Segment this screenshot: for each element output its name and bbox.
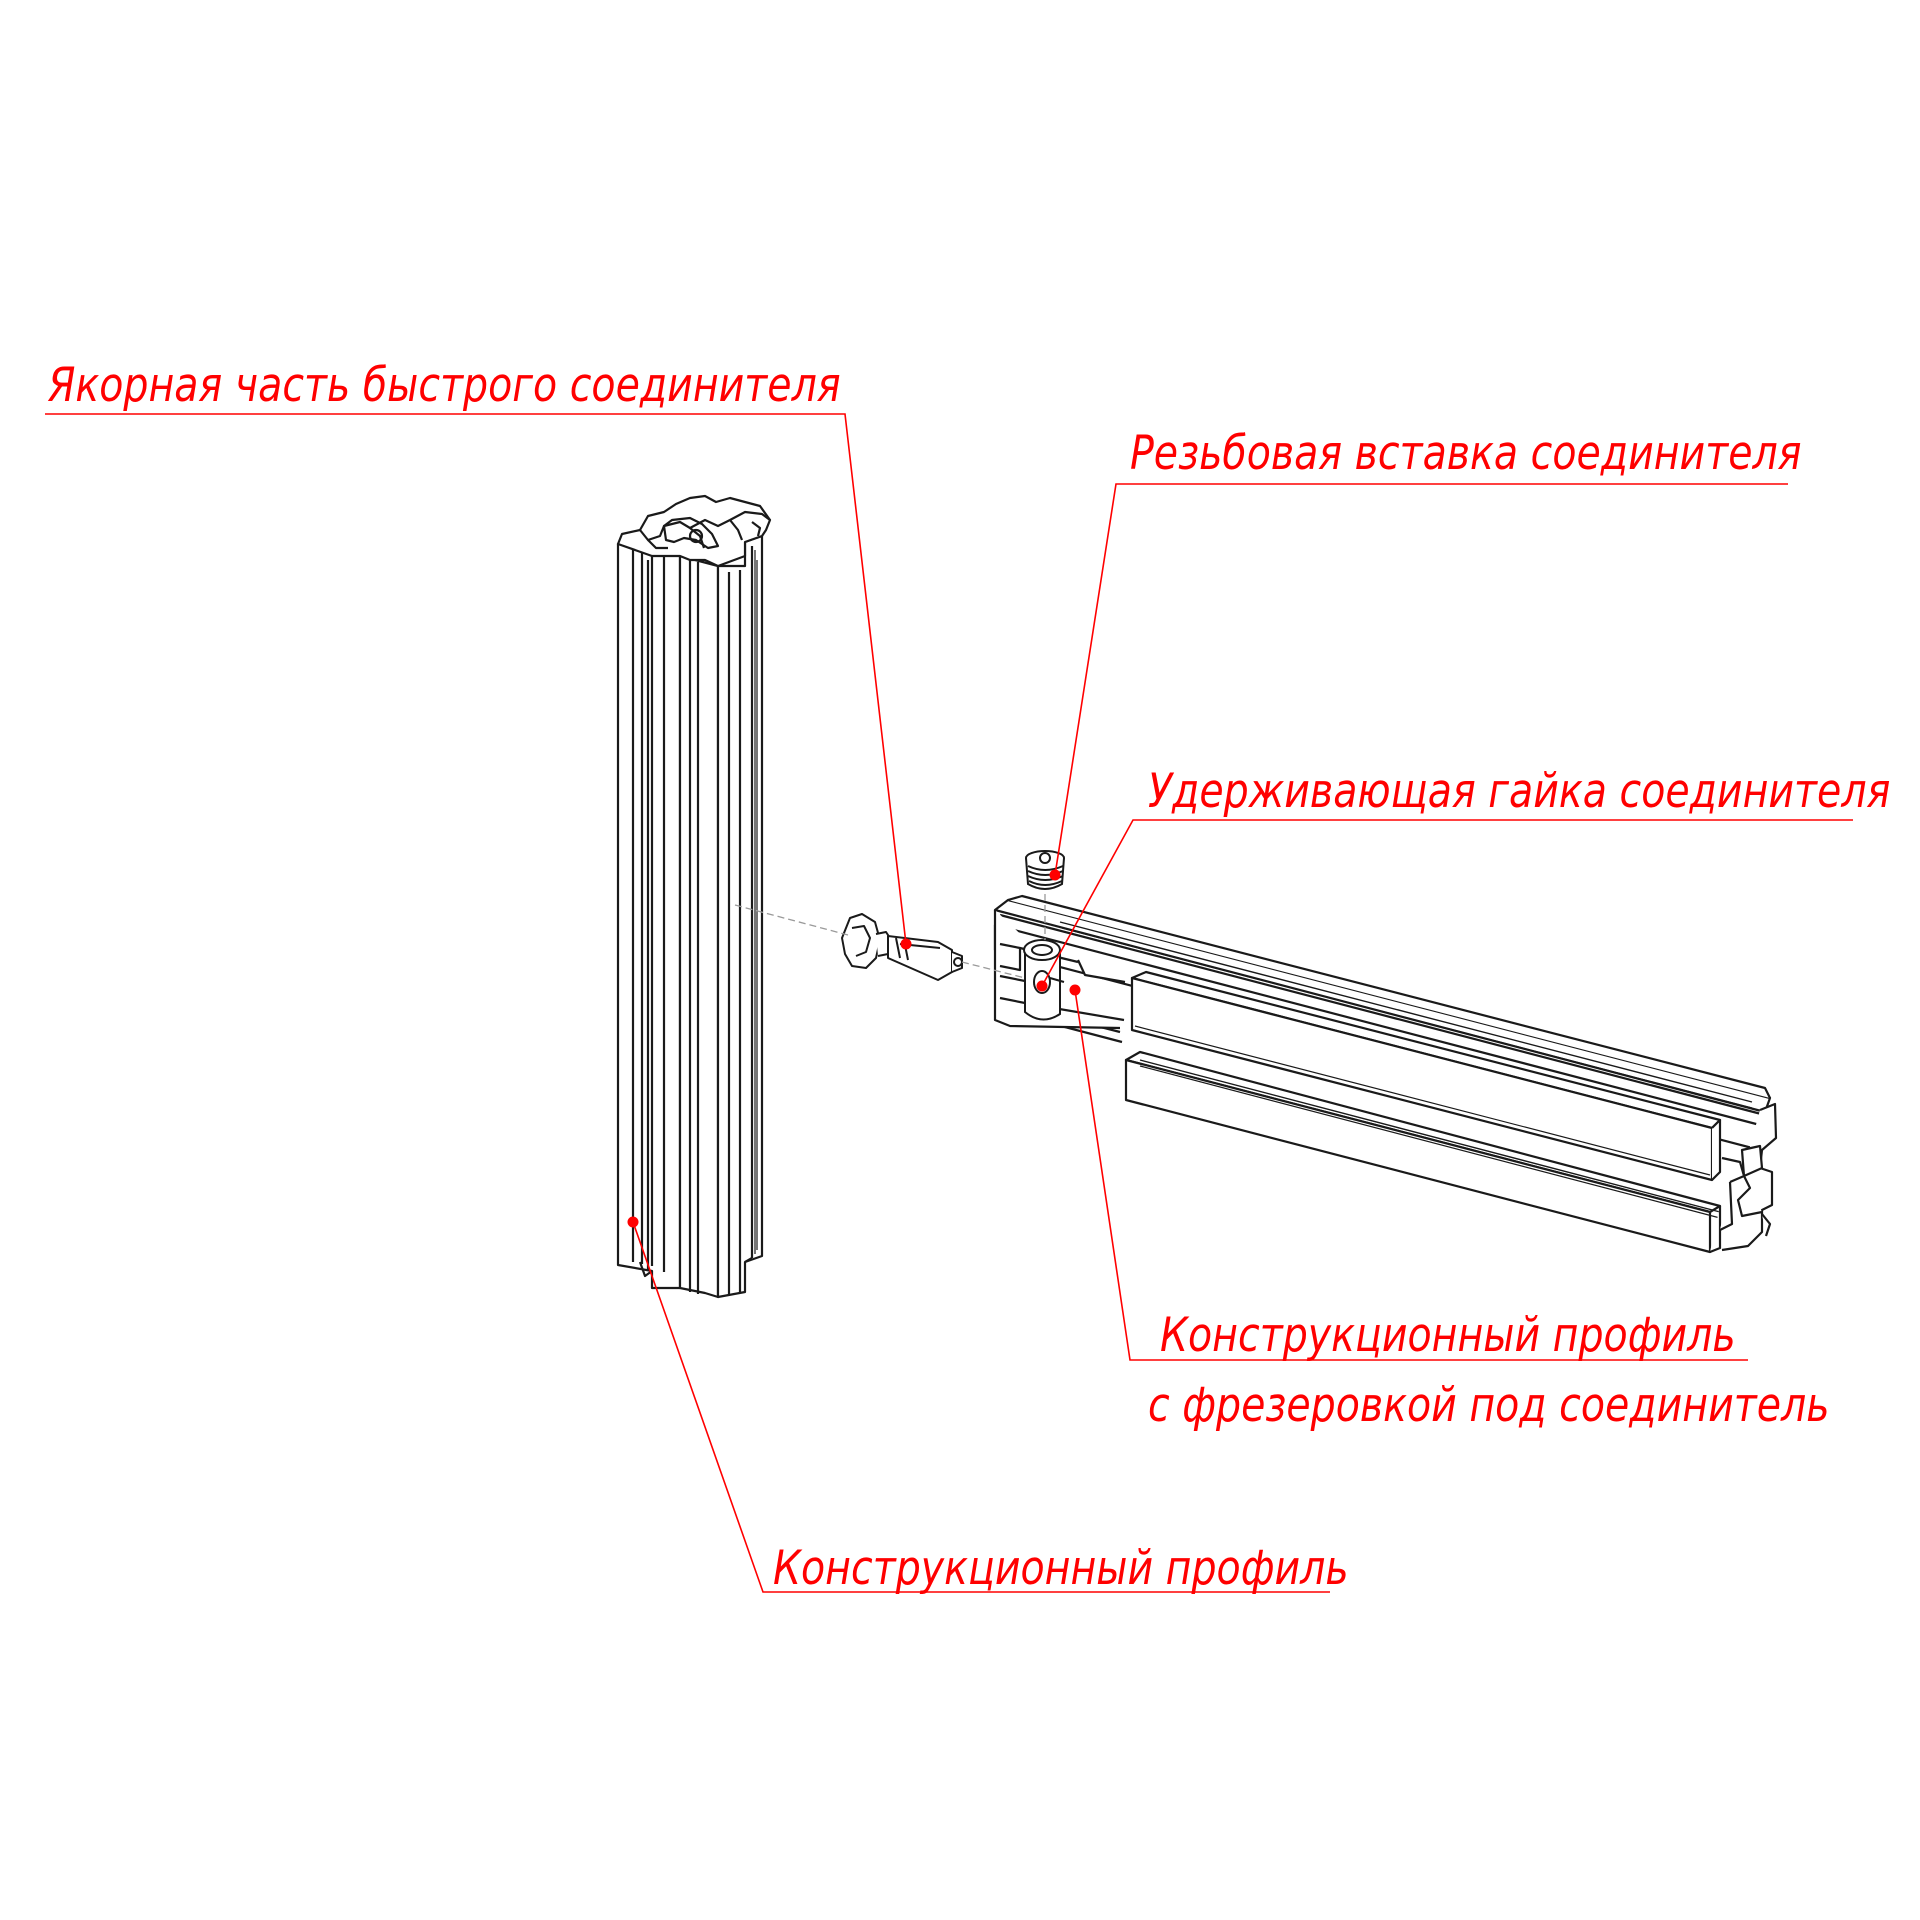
label-retaining-nut: Удерживающая гайка соединителя [1148,764,1891,819]
vertical-profile [616,494,772,1299]
point-retaining-nut [1036,980,1048,992]
point-milled-profile [1069,984,1081,996]
retaining-nut [1023,939,1065,1021]
label-threaded-insert: Резьбовая вставка соединителя [1130,426,1802,481]
annotation-leaders [45,413,1853,1593]
point-threaded-insert [1049,869,1061,881]
assembly-axis-lines [734,894,1046,979]
label-anchor-part: Якорная часть быстрого соединителя [48,358,841,413]
leader-anchor-part [45,413,907,945]
horizontal-profile [993,894,1778,1254]
threaded-insert [1025,850,1065,890]
point-profile [627,1216,639,1228]
leader-retaining-nut [1041,819,1853,987]
leader-threaded-insert [1054,483,1788,876]
label-profile: Конструкционный профиль [773,1541,1349,1596]
point-anchor-part [900,938,912,950]
label-milled-profile-line1: Конструкционный профиль [1160,1308,1736,1363]
leader-milled-profile [1074,989,1748,1361]
annotation-points [627,869,1081,1228]
label-milled-profile-line2: с фрезеровкой под соединитель [1148,1378,1830,1433]
leader-profile [632,1221,1330,1593]
